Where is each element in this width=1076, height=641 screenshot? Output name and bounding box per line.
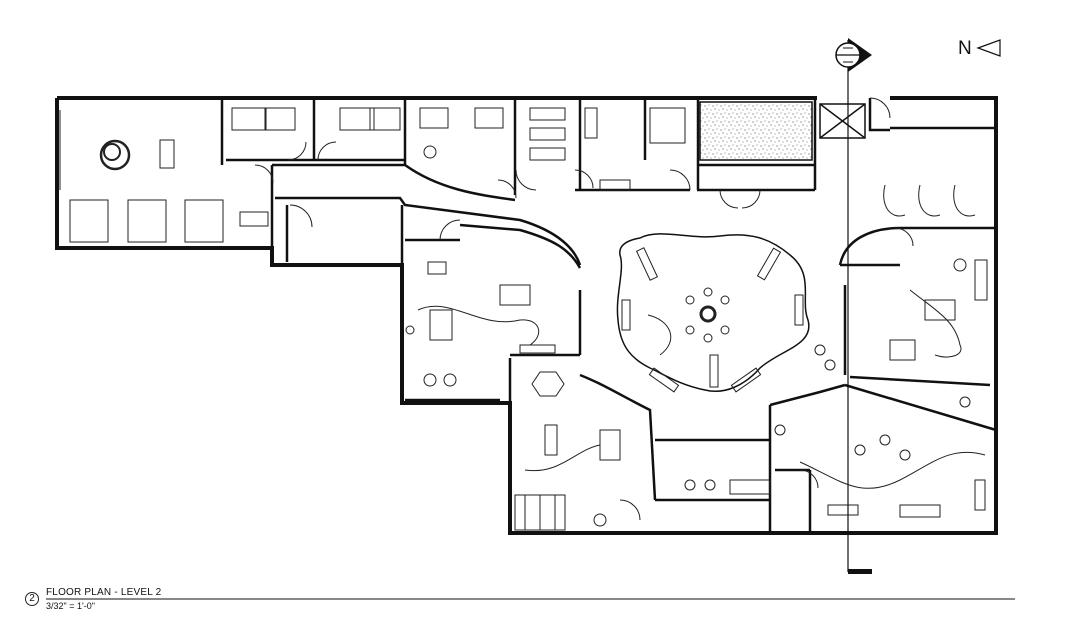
central-commons-outline — [616, 233, 810, 392]
exterior-walls — [55, 96, 998, 535]
interior-walls — [220, 98, 997, 533]
elevator-shaft — [819, 103, 866, 139]
furniture — [59, 107, 988, 531]
door-swings — [254, 97, 914, 521]
north-arrow-icon — [976, 39, 1001, 57]
north-label: N — [958, 38, 972, 59]
drawing-scale: 3/32" = 1'-0" — [46, 601, 95, 611]
view-number-badge: 2 — [25, 592, 39, 606]
section-cut-line — [847, 40, 872, 574]
drawing-title: FLOOR PLAN - LEVEL 2 — [46, 587, 162, 598]
section-marker-symbol — [835, 38, 872, 72]
speckled-room — [699, 101, 813, 161]
